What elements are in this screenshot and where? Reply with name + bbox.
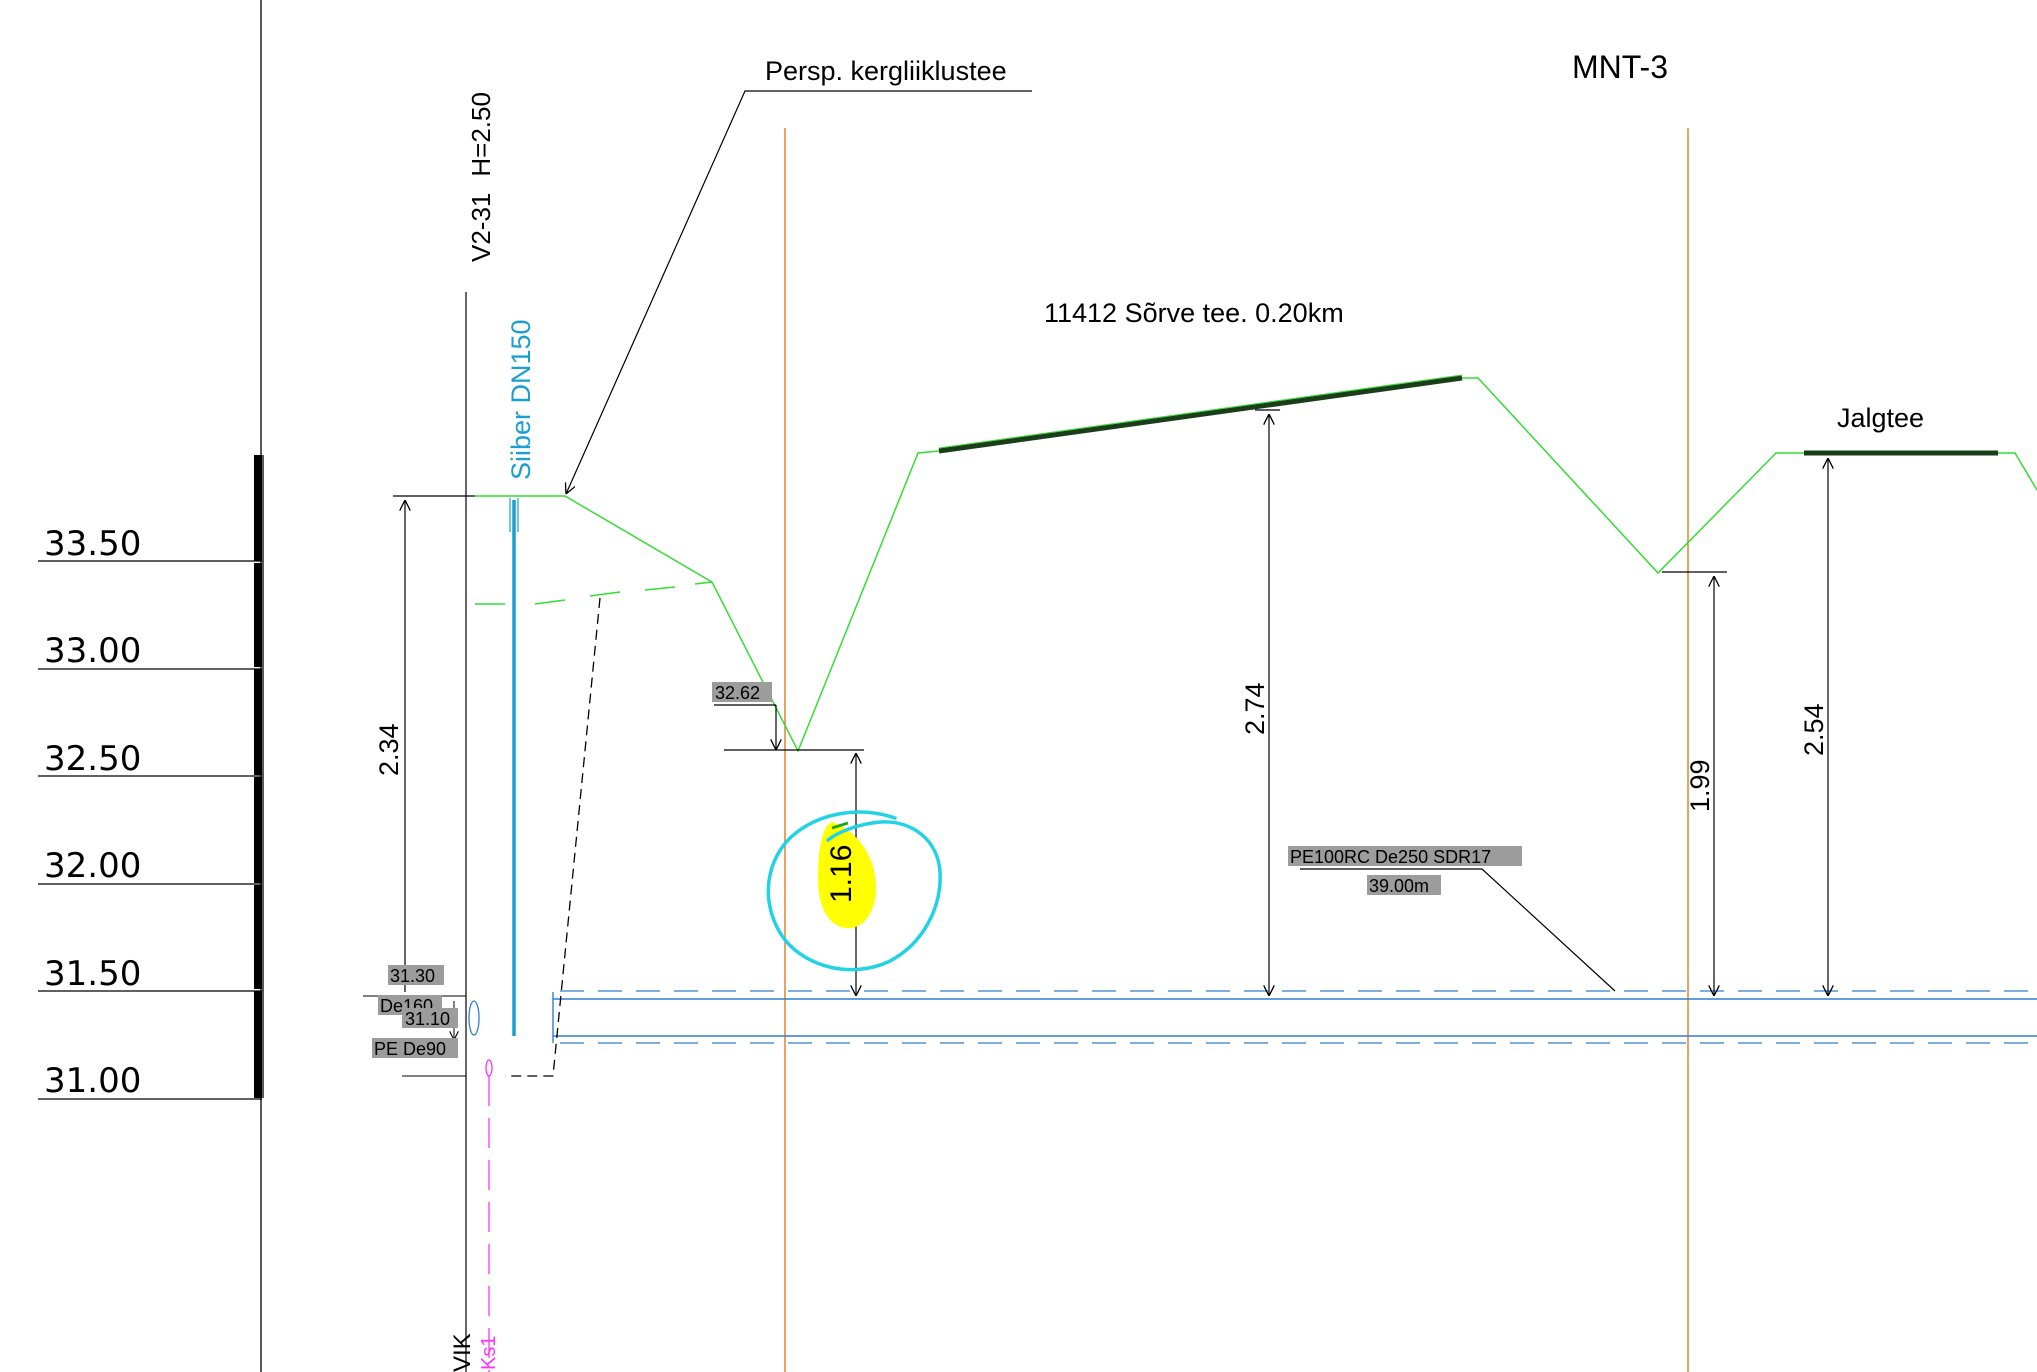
footway-label: Jalgtee	[1837, 403, 1924, 433]
vik-label: VIK	[449, 1333, 476, 1372]
bikeway-label: Persp. kergliiklustee	[765, 56, 1007, 86]
well-bottom-elevation-tag: 31.30	[390, 966, 435, 986]
well-name-label: V2-31H=2.50	[466, 92, 496, 262]
scale-label: 32.50	[44, 739, 141, 779]
scale-bar-segment	[254, 885, 262, 989]
pipe-de160-section	[468, 1000, 480, 1036]
depth-label-2-34: 2.34	[374, 723, 404, 776]
tag-bg	[1288, 846, 1522, 866]
pipe-de90-section	[485, 1059, 493, 1077]
scale-label: 33.50	[44, 524, 141, 564]
valve-label: Siiber DN150	[506, 319, 536, 480]
road-surface	[938, 375, 1463, 454]
pipe-elevation-tag: 31.10	[405, 1009, 450, 1029]
ground-profile-dashed	[475, 581, 713, 605]
bikeway-leader	[566, 90, 1032, 494]
highlight-tick	[831, 821, 849, 830]
elevation-scale: 33.50 33.00 32.50 32.00 31.50 31.00	[38, 0, 264, 1372]
scale-bar-segment	[254, 563, 262, 667]
scale-bar-segment	[254, 991, 262, 1098]
ditch-elevation-tag: 32.62	[715, 683, 760, 703]
highlight-mark	[818, 822, 876, 929]
tag-bg	[388, 965, 444, 985]
scale-bar-segment	[254, 777, 262, 883]
scale-label: 32.00	[44, 846, 141, 886]
tag-bg	[1367, 875, 1441, 895]
pipe-length-tag: 39.00m	[1369, 876, 1429, 896]
tag-bg	[402, 1008, 458, 1028]
pipe-spec-leader	[1300, 868, 1616, 992]
scale-label: 31.50	[44, 954, 141, 994]
trench-outline	[505, 597, 601, 1077]
pipe-main	[552, 990, 2037, 1044]
pipe-spec-tag: PE100RC De250 SDR17	[1290, 847, 1491, 867]
depth-label-1-16: 1.16	[825, 845, 858, 903]
scale-label: 31.00	[44, 1061, 141, 1101]
depth-label-2-54: 2.54	[1799, 703, 1829, 756]
scale-bar-segment	[254, 669, 262, 775]
tag-bg	[712, 682, 772, 702]
road-surface-edge	[938, 374, 1463, 449]
depth-label-1-99: 1.99	[1685, 759, 1715, 812]
ks1-label: Ks1	[478, 1336, 500, 1370]
tag-bg	[372, 1038, 458, 1058]
depth-label-2-74: 2.74	[1240, 682, 1270, 735]
road-name-label: 11412 Sõrve tee. 0.20km	[1044, 298, 1344, 328]
markup-circle	[766, 810, 942, 972]
scale-label: 33.00	[44, 631, 141, 671]
mnt3-label: MNT-3	[1572, 49, 1668, 85]
scale-bar-segment	[254, 455, 262, 561]
pipe-pe90-tag: PE De90	[374, 1039, 446, 1059]
